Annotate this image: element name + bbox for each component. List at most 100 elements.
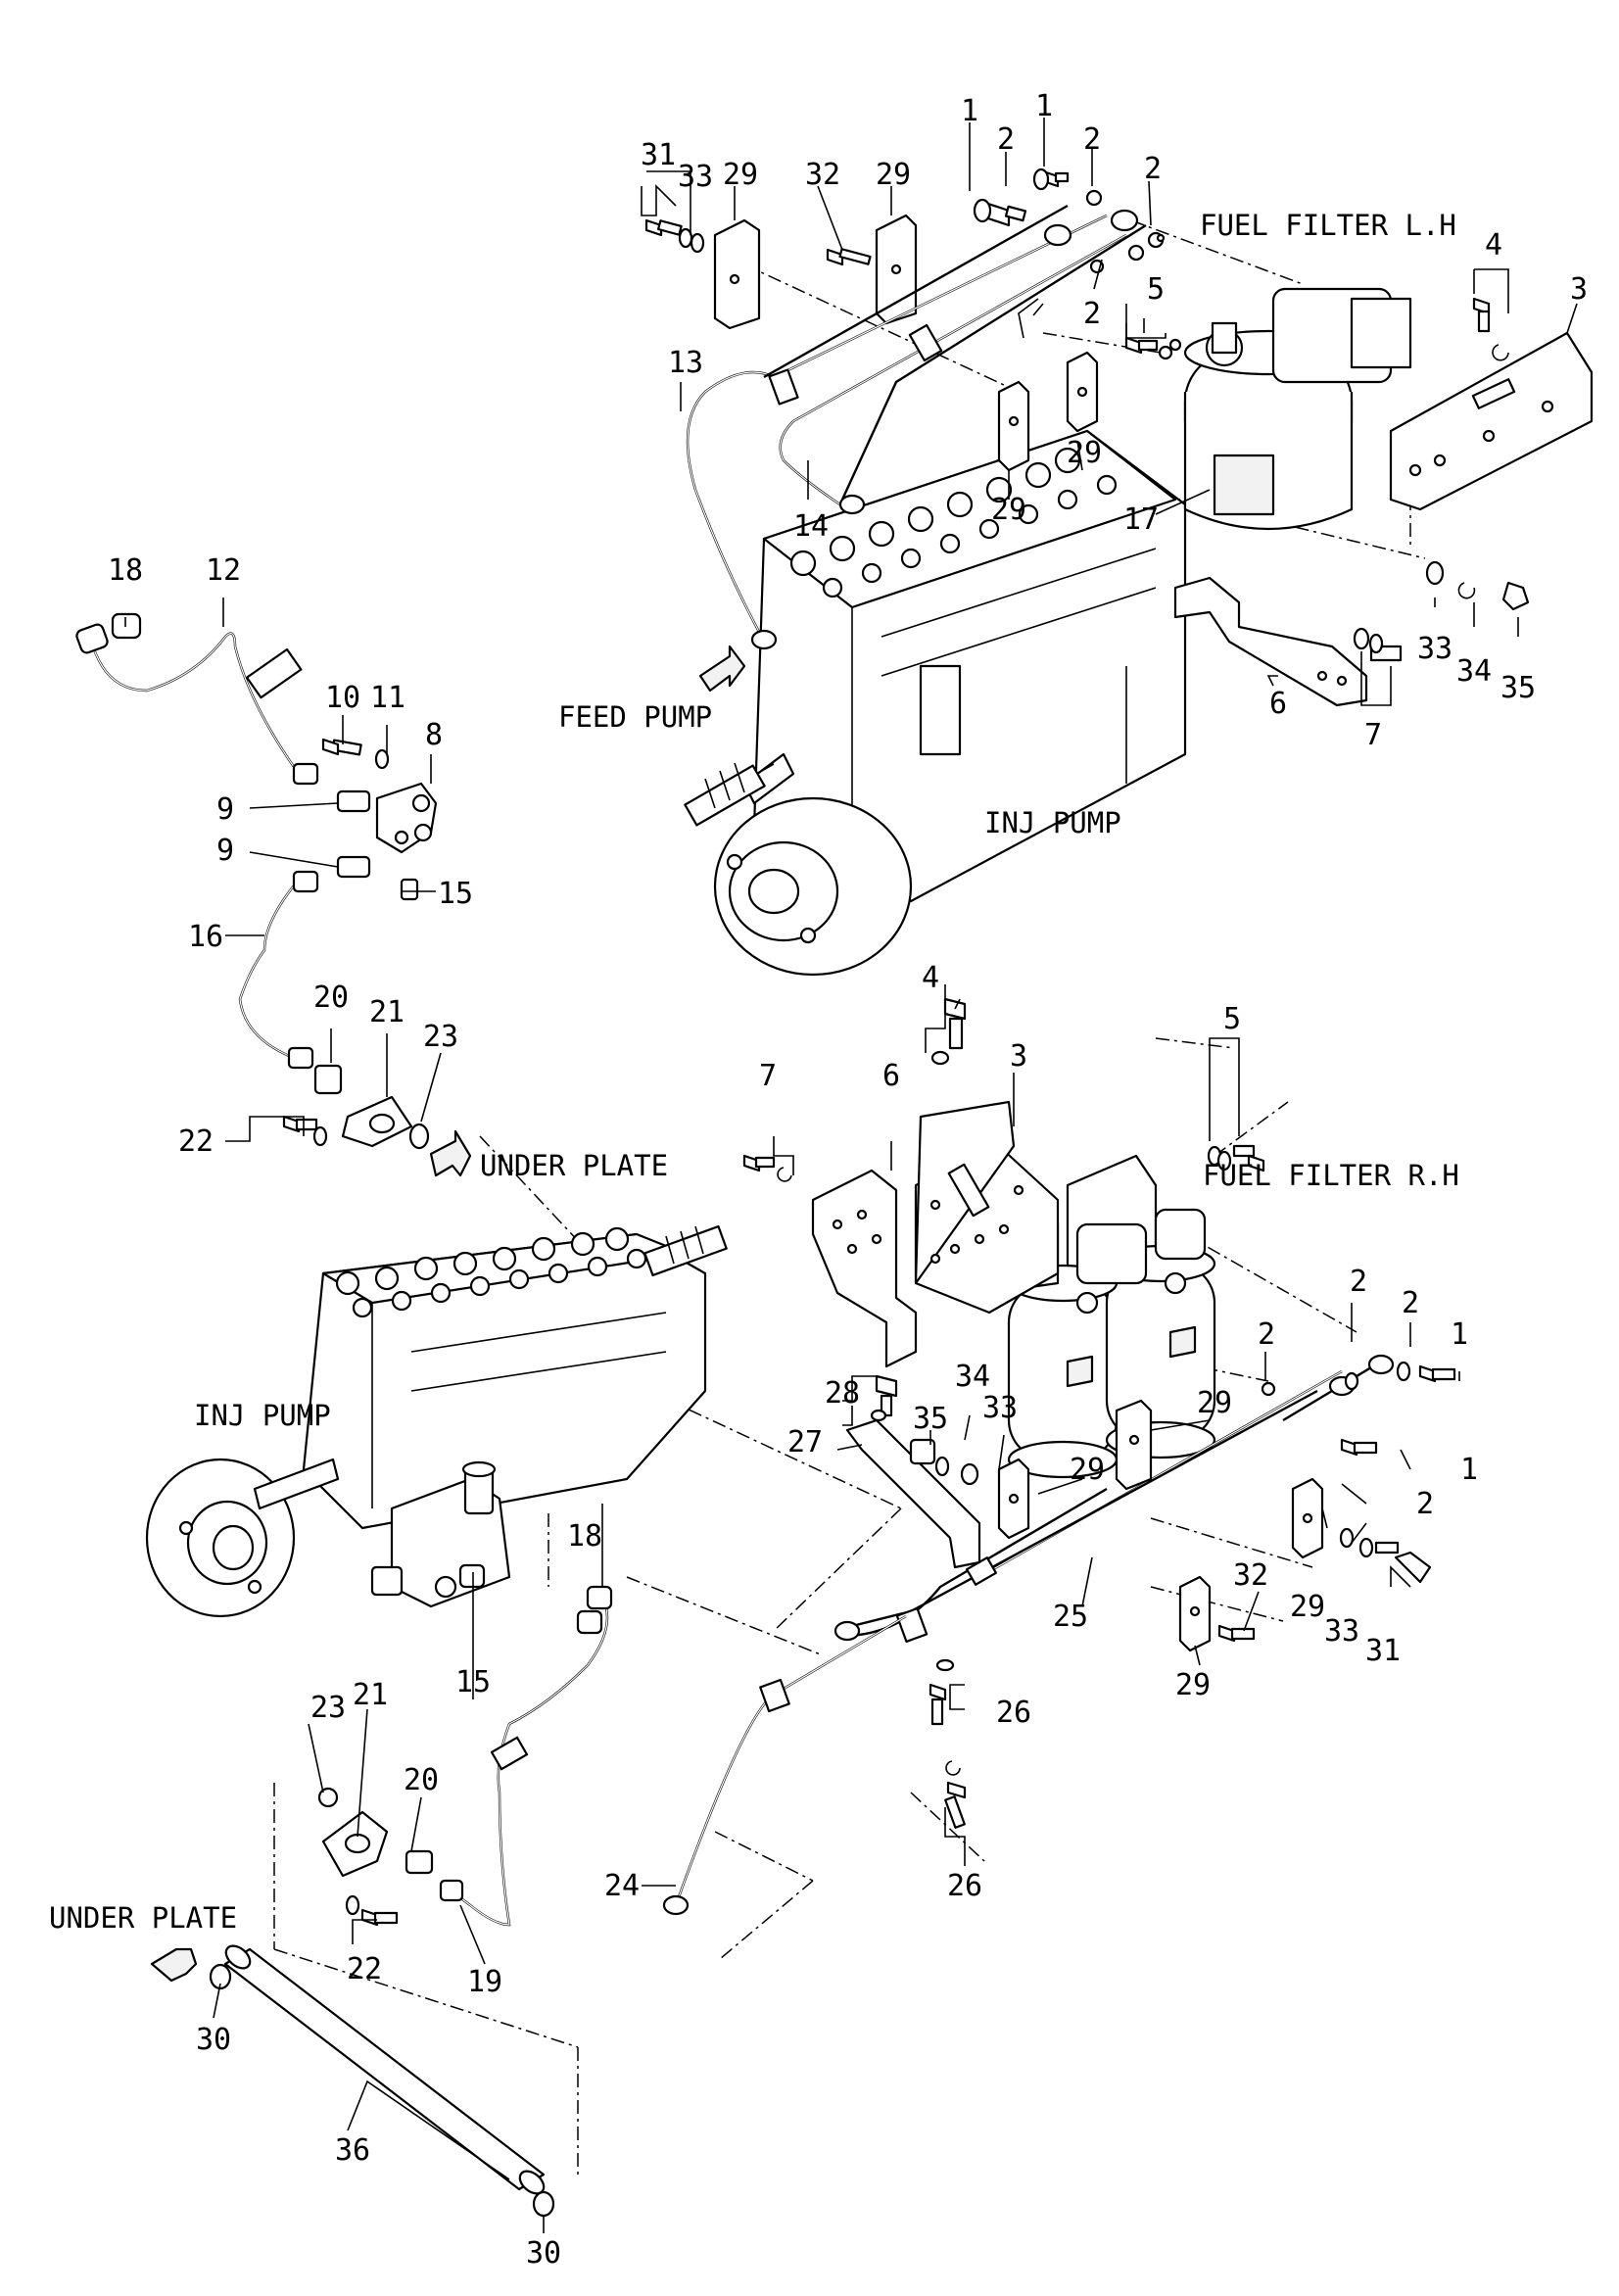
callout: 20 (404, 1763, 439, 1797)
callout: 14 (793, 509, 829, 544)
bolts-and-washers-top (644, 167, 1509, 361)
callout: 5 (1147, 272, 1165, 307)
callout: 29 (1197, 1386, 1232, 1420)
under-plate-arrow-mid (429, 1129, 472, 1177)
callout: 23 (310, 1691, 346, 1725)
callout: 2 (1402, 1286, 1419, 1320)
callout: 17 (1123, 502, 1159, 537)
injector-delivery-valves-bottom (335, 1226, 647, 1318)
callout: 1 (961, 94, 978, 128)
clamp-plates-top (713, 214, 1099, 472)
callout: 5 (1223, 1002, 1241, 1036)
callout: 31 (1365, 1634, 1401, 1668)
feed-pump-arrow (698, 645, 746, 693)
callout: 34 (955, 1360, 990, 1394)
captions: FUEL FILTER L.H FUEL FILTER R.H FEED PUM… (49, 209, 1459, 1935)
callout: 26 (996, 1696, 1031, 1730)
caption-fuel-filter-lh: FUEL FILTER L.H (1200, 209, 1456, 242)
fuel-filter-lh-assembly (1183, 287, 1594, 531)
callout: 3 (1570, 272, 1588, 307)
callout: 16 (188, 920, 223, 954)
callout: 30 (526, 2236, 561, 2271)
callout: 29 (723, 158, 758, 192)
fuel-tubes-top (686, 204, 1147, 650)
callout: 4 (922, 961, 939, 995)
injector-delivery-valves-top (789, 447, 1118, 598)
governor-housing-top (919, 664, 962, 756)
callout: 1 (1451, 1317, 1468, 1352)
injection-pump-top (684, 429, 1187, 977)
callout: 30 (196, 2023, 231, 2057)
callout: 21 (369, 995, 405, 1029)
caption-under-plate-mid: UNDER PLATE (480, 1149, 668, 1182)
bracket-6-rh (811, 1169, 918, 1368)
callout: 32 (805, 158, 840, 192)
callout: 2 (997, 122, 1015, 157)
callout: 29 (1070, 1453, 1105, 1487)
connector-20-bottom (405, 1849, 434, 1875)
caption-under-plate-bottom: UNDER PLATE (49, 1901, 237, 1935)
callout: 24 (604, 1869, 640, 1903)
callout: 21 (353, 1678, 388, 1712)
callout: 35 (913, 1402, 948, 1436)
clamp-plates-rh (997, 1361, 1456, 1652)
under-plate-tube-36 (150, 1944, 555, 2218)
callout: 11 (370, 681, 405, 715)
callout: 18 (108, 553, 143, 588)
callout: 1 (1460, 1453, 1478, 1487)
callout: 10 (325, 681, 360, 715)
callout: 15 (438, 877, 473, 911)
callout: 3 (1010, 1039, 1027, 1074)
callout: 18 (567, 1519, 602, 1554)
callout: 22 (178, 1124, 214, 1159)
callout-leader-lines (124, 118, 1578, 2233)
connector-20-left (313, 1064, 343, 1095)
callout: 32 (1233, 1558, 1268, 1593)
fuel-filter-rh-canister-front (1007, 1281, 1119, 1461)
banjo-bolt-9-lower (336, 855, 371, 879)
callout: 28 (825, 1376, 860, 1411)
caption-fuel-filter-rh: FUEL FILTER R.H (1203, 1159, 1459, 1192)
callout: 2 (1416, 1487, 1434, 1521)
callout: 29 (991, 493, 1026, 527)
callout: 33 (982, 1391, 1018, 1425)
under-plate-arrow-bottom (150, 1947, 198, 1983)
callout: 29 (1067, 436, 1102, 470)
caption-feed-pump: FEED PUMP (558, 700, 712, 734)
fuel-filter-lh-bracket (1389, 331, 1594, 511)
caption-inj-pump-top: INJ PUMP (984, 806, 1121, 839)
bolts-26 (929, 1658, 967, 1829)
callout: 25 (1053, 1600, 1088, 1634)
callout: 26 (947, 1869, 982, 1903)
bracket-6-top (1173, 560, 1530, 707)
callout: 12 (206, 553, 241, 588)
fuel-pipe-19-assembly (317, 1563, 613, 1927)
caption-inj-pump-bottom: INJ PUMP (194, 1399, 331, 1432)
callout: 2 (1258, 1317, 1275, 1352)
callout: 2 (1350, 1265, 1367, 1299)
banjo-bolt-9-upper (336, 789, 371, 813)
callout: 9 (216, 792, 234, 827)
fuel-filter-lh-label-plate (1213, 454, 1275, 516)
callout: 29 (1290, 1590, 1325, 1624)
callout: 8 (425, 718, 443, 752)
callout: 29 (876, 158, 911, 192)
bracket-3-rh (914, 1100, 1060, 1315)
callout: 35 (1500, 671, 1536, 705)
bracket-27 (845, 1374, 981, 1569)
callout: 36 (335, 2133, 370, 2168)
callout: 6 (1269, 687, 1287, 721)
callout-numbers: 1 1 2 2 2 2 31 33 29 32 29 4 3 5 13 14 2… (108, 89, 1588, 2271)
callout: 15 (455, 1665, 491, 1699)
callout: 4 (1485, 228, 1502, 263)
callout: 9 (216, 834, 234, 868)
injection-pump-bottom (145, 1224, 728, 1618)
callout: 7 (759, 1059, 777, 1093)
callout: 19 (467, 1965, 502, 1999)
callout: 34 (1456, 654, 1492, 689)
callout: 6 (882, 1059, 900, 1093)
callout: 1 (1035, 89, 1053, 123)
callout: 23 (423, 1020, 458, 1054)
